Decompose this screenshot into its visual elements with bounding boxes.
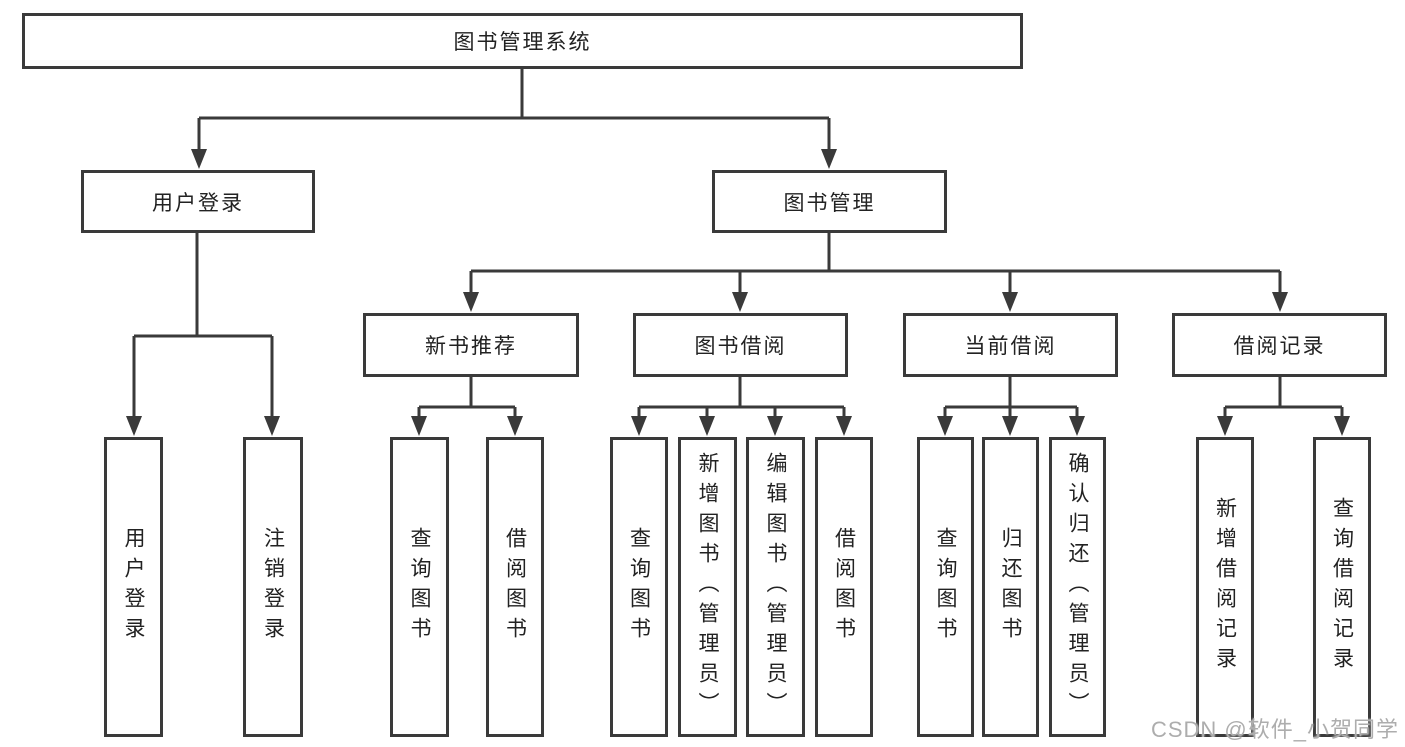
csdn-watermark: CSDN @软件_小贺同学: [1150, 717, 1399, 742]
arrowhead: [1272, 292, 1288, 312]
arrowhead: [1002, 292, 1018, 312]
arrowhead: [463, 292, 479, 312]
node-edit-books-admin: 编辑图书（管理员）: [746, 437, 805, 737]
node-borrow-books-recommendation: 借阅图书: [486, 437, 544, 737]
arrowhead: [767, 416, 783, 436]
node-library-management-system: 图书管理系统: [22, 13, 1023, 69]
node-query-borrow-record: 查询借阅记录: [1313, 437, 1371, 737]
arrowhead: [411, 416, 427, 436]
arrowhead: [631, 416, 647, 436]
node-user-login: 用户登录: [81, 170, 315, 233]
node-book-borrowing: 图书借阅: [633, 313, 848, 377]
tree-edges: [132, 69, 1344, 419]
arrowhead: [191, 149, 207, 169]
arrowhead: [699, 416, 715, 436]
arrowhead: [1334, 416, 1350, 436]
node-logout: 注销登录: [243, 437, 303, 737]
node-add-borrow-record: 新增借阅记录: [1196, 437, 1254, 737]
node-return-books: 归还图书: [982, 437, 1039, 737]
arrowhead: [1002, 416, 1018, 436]
arrowhead: [126, 416, 142, 436]
arrowhead: [507, 416, 523, 436]
node-query-books-current: 查询图书: [917, 437, 974, 737]
arrowhead: [1069, 416, 1085, 436]
node-add-books-admin: 新增图书（管理员）: [678, 437, 737, 737]
node-query-books-recommendation: 查询图书: [390, 437, 449, 737]
arrowhead: [264, 416, 280, 436]
node-borrow-books-borrowing: 借阅图书: [815, 437, 873, 737]
node-confirm-return-admin: 确认归还（管理员）: [1049, 437, 1106, 737]
node-new-book-recommendation: 新书推荐: [363, 313, 579, 377]
arrowhead: [732, 292, 748, 312]
arrowhead: [836, 416, 852, 436]
arrowhead: [937, 416, 953, 436]
arrowhead: [1217, 416, 1233, 436]
node-current-borrowing: 当前借阅: [903, 313, 1118, 377]
node-borrowing-records: 借阅记录: [1172, 313, 1387, 377]
node-user-login-leaf: 用户登录: [104, 437, 163, 737]
arrowhead: [821, 149, 837, 169]
node-book-management: 图书管理: [712, 170, 947, 233]
node-query-books-borrowing: 查询图书: [610, 437, 668, 737]
